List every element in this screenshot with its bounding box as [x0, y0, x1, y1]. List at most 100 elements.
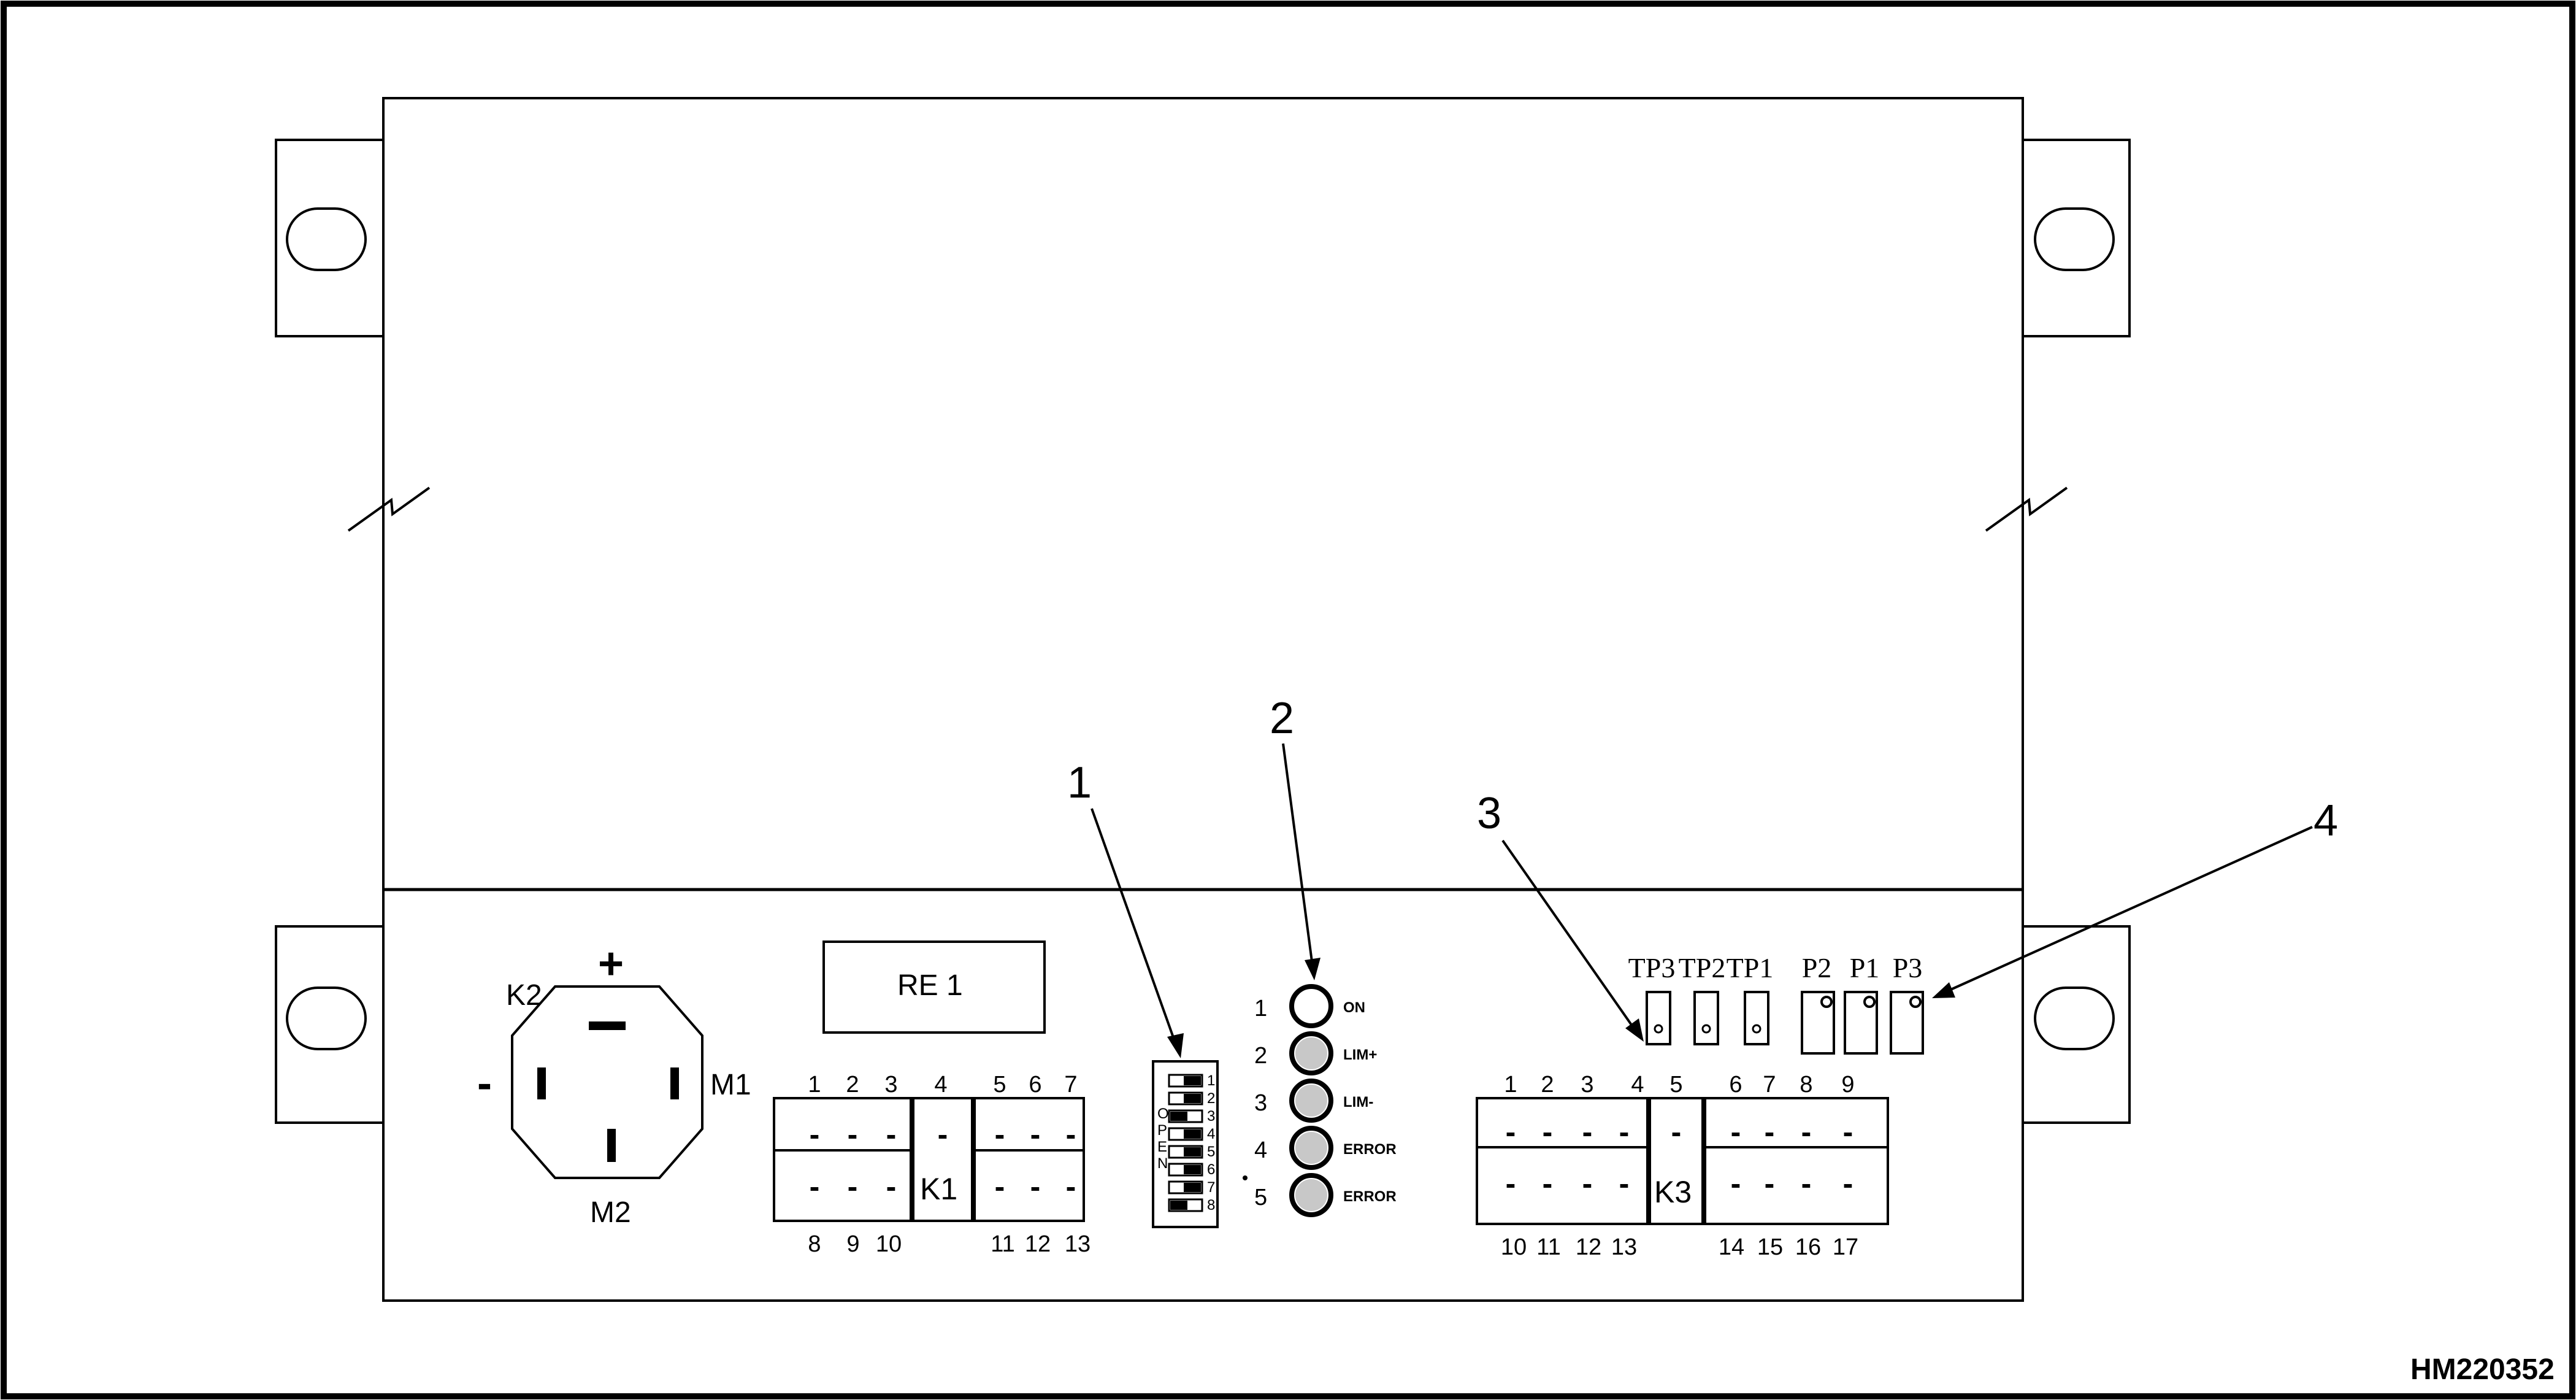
led-number: 5: [1254, 1185, 1267, 1210]
dip-number: 2: [1207, 1090, 1215, 1107]
k3-bottom-pin: 14: [1719, 1234, 1744, 1260]
dip-toggle: [1184, 1183, 1201, 1192]
dip-number: 4: [1207, 1126, 1215, 1142]
potentiometer-label: P3: [1893, 952, 1923, 983]
k1-bottom-pin: 8: [808, 1231, 821, 1257]
led-lens-shading: [1295, 1132, 1327, 1164]
dip-toggle: [1184, 1094, 1201, 1103]
dip-slot: [1168, 1109, 1203, 1123]
dip-toggle: [1170, 1201, 1187, 1210]
k1-pin-dash: -: [938, 1117, 948, 1152]
dip-side-letter: P: [1157, 1122, 1167, 1139]
k3-bottom-pin: 15: [1757, 1234, 1783, 1260]
test-point-hole: [1752, 1024, 1761, 1034]
k1-bottom-pin: 11: [991, 1231, 1014, 1257]
dip-side-letter: N: [1157, 1155, 1168, 1172]
k1-pin-dash: -: [1066, 1117, 1076, 1152]
test-point-hole: [1654, 1024, 1663, 1034]
k1-top-pin: 6: [1029, 1072, 1041, 1098]
controller-housing: [382, 97, 2024, 1302]
k3-pin-dash: -: [1765, 1166, 1775, 1201]
test-point-hole: [1701, 1024, 1711, 1034]
k1-pin-dash: -: [810, 1169, 820, 1204]
k1-pin-dash: -: [886, 1117, 897, 1152]
k1-pin-dash: -: [1066, 1169, 1076, 1204]
dip-number: 8: [1207, 1197, 1215, 1213]
k2-label: K2: [506, 979, 542, 1012]
led-label: ERROR: [1343, 1188, 1397, 1205]
k3-pin-dash: -: [1543, 1115, 1553, 1149]
k3-pin-dash: -: [1731, 1166, 1741, 1201]
break-mark-left: [347, 487, 431, 532]
test-point: [1646, 991, 1671, 1045]
k1-top-pin: 2: [846, 1072, 859, 1098]
k3-pin-dash: -: [1671, 1115, 1682, 1149]
relay-label: RE 1: [897, 969, 963, 1002]
k3-pin-dash: -: [1506, 1115, 1516, 1149]
callout-4: 4: [1932, 796, 2338, 998]
k1-top-pin: 5: [993, 1072, 1006, 1098]
k1-pin-dash: -: [848, 1117, 858, 1152]
led-lens-shading: [1295, 1179, 1327, 1211]
m2-label: M2: [590, 1196, 631, 1229]
led-label: ON: [1343, 999, 1365, 1016]
k1-bottom-pin: 13: [1065, 1231, 1091, 1257]
dip-toggle: [1184, 1129, 1201, 1139]
led-number: 4: [1254, 1137, 1267, 1163]
led-lens-shading: [1295, 1085, 1327, 1117]
k3-pin-dash: -: [1765, 1115, 1775, 1149]
motor-connector-k2: K2 + - M1 M2: [477, 939, 751, 1229]
k3-pin-dash: -: [1843, 1166, 1853, 1201]
dip-toggle: [1170, 1112, 1187, 1121]
test-point-label: TP3: [1628, 952, 1676, 983]
k3-pin-dash: -: [1506, 1166, 1516, 1201]
k1-pin-dash: -: [995, 1169, 1005, 1204]
break-mark-right: [1985, 487, 2068, 532]
k3-bottom-pin: 16: [1795, 1234, 1821, 1260]
k3-pin-dash: -: [1582, 1115, 1593, 1149]
k3-top-pin: 4: [1631, 1072, 1644, 1098]
test-point: [1693, 991, 1719, 1045]
k3-top-pin: 7: [1763, 1072, 1776, 1098]
led-label: LIM-: [1343, 1094, 1373, 1110]
dip-side-letter: O: [1157, 1106, 1169, 1122]
k3-top-pin: 9: [1841, 1072, 1854, 1098]
dip-side-letter: E: [1157, 1139, 1167, 1155]
led-number: 1: [1254, 996, 1267, 1021]
k3-top-pin: 5: [1669, 1072, 1682, 1098]
k3-bottom-pin: 13: [1611, 1234, 1637, 1260]
test-point-label: TP1: [1727, 952, 1774, 983]
k3-bottom-pin: 10: [1501, 1234, 1527, 1260]
k1-top-pin: 3: [884, 1072, 897, 1098]
led-number: 2: [1254, 1043, 1267, 1069]
k3-pin-dash: -: [1801, 1115, 1812, 1149]
potentiometer-wiper: [1909, 996, 1922, 1008]
potentiometer: [1890, 991, 1924, 1055]
k3-pin-dash: -: [1731, 1115, 1741, 1149]
dip-toggle: [1184, 1147, 1201, 1156]
dip-slot: [1168, 1180, 1203, 1194]
k3-top-pin: 1: [1504, 1072, 1517, 1098]
led-label: ERROR: [1343, 1141, 1397, 1158]
k3-top-pin: 8: [1800, 1072, 1812, 1098]
callout-3-number: 3: [1477, 789, 1501, 838]
dip-slot: [1168, 1127, 1203, 1141]
callout-3: 3: [1477, 789, 1644, 1042]
plus-terminal-label: +: [598, 939, 624, 988]
dip-slot: [1168, 1145, 1203, 1159]
k3-pin-dash: -: [1801, 1166, 1812, 1201]
k1-top-pin: 4: [934, 1072, 947, 1098]
figure-id: HM220352: [2410, 1353, 2555, 1386]
callout-2: 2: [1270, 694, 1321, 980]
test-point-label: TP2: [1679, 952, 1726, 983]
k3-pin-dash: -: [1619, 1166, 1630, 1201]
relay-re1: RE 1: [822, 940, 1046, 1034]
k1-pin-dash: -: [848, 1169, 858, 1204]
callout-1-number: 1: [1067, 758, 1092, 807]
k3-bottom-pin: 12: [1576, 1234, 1601, 1260]
